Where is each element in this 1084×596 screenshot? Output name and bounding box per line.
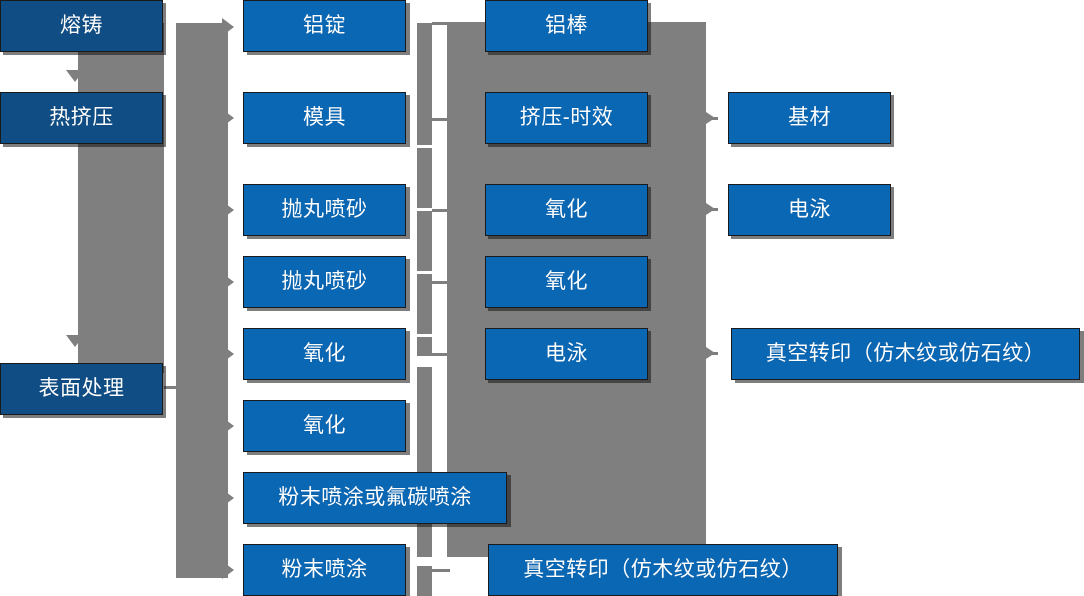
bracket-bar-segment-6 — [417, 367, 432, 557]
bracket-bar-segment-1 — [417, 23, 432, 145]
output-node-1[interactable]: 基材 — [728, 92, 893, 146]
substep-node-3-label: 抛丸喷砂 — [281, 198, 368, 222]
substep-node-5[interactable]: 氧化 — [243, 328, 408, 382]
arrow-right-icon-sub-6 — [222, 417, 234, 435]
stage-node-1[interactable]: 熔铸 — [0, 0, 165, 54]
substep-node-2-label: 模具 — [303, 106, 346, 130]
arrow-right-icon-sub-8 — [222, 561, 234, 579]
substep-node-7-label: 粉末喷涂或氟碳喷涂 — [278, 486, 472, 510]
process-node-3-label: 氧化 — [545, 198, 588, 222]
process-node-4[interactable]: 氧化 — [485, 256, 650, 310]
output-node-1-label: 基材 — [788, 106, 831, 130]
substep-node-3[interactable]: 抛丸喷砂 — [243, 184, 408, 238]
arrow-down-icon-stage-1 — [66, 70, 84, 82]
output-node-2-label: 电泳 — [788, 198, 831, 222]
process-node-5[interactable]: 电泳 — [485, 328, 650, 382]
stage-connector-band — [78, 23, 164, 373]
bracket-tick-5 — [432, 353, 450, 356]
output-node-3[interactable]: 真空转印（仿木纹或仿石纹） — [731, 328, 1082, 382]
arrow-right-icon-sub-5 — [222, 345, 234, 363]
arrow-right-icon-out-3 — [706, 347, 715, 359]
output-node-3-label: 真空转印（仿木纹或仿石纹） — [765, 342, 1046, 366]
process-node-2-label: 挤压-时效 — [519, 106, 614, 130]
arrow-right-icon-out-1 — [706, 112, 715, 124]
bracket-bar-segment-4 — [417, 274, 432, 334]
substep-node-5-label: 氧化 — [303, 342, 346, 366]
process-node-1[interactable]: 铝棒 — [485, 0, 650, 54]
stage-node-2-label: 热挤压 — [49, 106, 114, 130]
substep-node-8[interactable]: 粉末喷涂 — [243, 544, 408, 596]
arrow-right-icon-sub-4 — [222, 273, 234, 291]
bracket-bar-segment-3 — [417, 211, 432, 271]
stage-node-3[interactable]: 表面处理 — [0, 363, 165, 417]
output-node-2[interactable]: 电泳 — [728, 184, 893, 238]
arrow-right-icon-sub-7 — [222, 489, 234, 507]
bracket-tick-4 — [432, 281, 450, 284]
process-node-6[interactable]: 真空转印（仿木纹或仿石纹） — [488, 544, 840, 596]
bracket-tick-2 — [432, 118, 450, 121]
process-node-6-label: 真空转印（仿木纹或仿石纹） — [523, 558, 803, 582]
substep-node-6[interactable]: 氧化 — [243, 400, 408, 454]
arrow-right-icon-sub-1 — [222, 18, 234, 36]
substep-node-8-label: 粉末喷涂 — [281, 558, 368, 582]
bracket-bar-segment-5 — [417, 337, 432, 356]
stage-node-2[interactable]: 热挤压 — [0, 92, 165, 146]
arrow-down-icon-stage-2 — [66, 335, 84, 347]
process-node-2[interactable]: 挤压-时效 — [485, 92, 650, 146]
bracket-tick-6 — [432, 569, 450, 572]
bracket-bar-segment-2 — [417, 148, 432, 208]
substep-node-1[interactable]: 铝锭 — [243, 0, 408, 54]
arrow-right-icon-out-2 — [706, 203, 715, 215]
stage-3-stub — [164, 386, 186, 389]
bracket-tick-1 — [432, 22, 450, 25]
substep-node-4-label: 抛丸喷砂 — [281, 270, 368, 294]
bracket-bar-segment-7 — [417, 566, 432, 596]
arrow-right-icon-sub-2 — [222, 109, 234, 127]
substep-fan-band — [176, 23, 228, 578]
stage-node-1-label: 熔铸 — [60, 14, 103, 38]
stage-node-3-label: 表面处理 — [38, 377, 125, 401]
substep-node-4[interactable]: 抛丸喷砂 — [243, 256, 408, 310]
substep-node-1-label: 铝锭 — [303, 14, 346, 38]
bracket-tick-3 — [432, 209, 450, 212]
process-node-1-label: 铝棒 — [545, 14, 588, 38]
process-node-5-label: 电泳 — [545, 342, 588, 366]
substep-node-7[interactable]: 粉末喷涂或氟碳喷涂 — [243, 472, 509, 526]
substep-node-6-label: 氧化 — [303, 414, 346, 438]
substep-node-2[interactable]: 模具 — [243, 92, 408, 146]
arrow-right-icon-sub-3 — [222, 201, 234, 219]
process-node-3[interactable]: 氧化 — [485, 184, 650, 238]
process-node-4-label: 氧化 — [545, 270, 588, 294]
